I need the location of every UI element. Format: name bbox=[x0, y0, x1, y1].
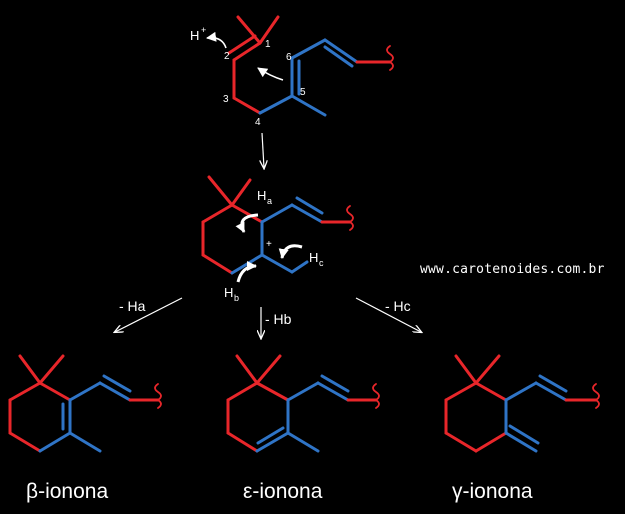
carbocation-charge: + bbox=[266, 239, 272, 250]
deprotonation-arrows bbox=[235, 213, 303, 283]
hb-label: H bbox=[224, 285, 233, 300]
atom-number-3: 3 bbox=[223, 94, 229, 105]
h-plus-charge: + bbox=[201, 25, 206, 35]
electron-arrows-top bbox=[206, 31, 284, 81]
hc-subscript: c bbox=[319, 258, 324, 268]
gamma-ionone-caption: γ-ionona bbox=[452, 480, 533, 503]
hb-subscript: b bbox=[234, 293, 239, 303]
label-minus-hc: - Hc bbox=[385, 298, 411, 314]
atom-number-5: 5 bbox=[300, 87, 306, 98]
beta-ionone-structure bbox=[8, 354, 162, 453]
arrow-to-gamma bbox=[355, 297, 421, 332]
atom-number-4: 4 bbox=[255, 117, 261, 128]
atom-number-6: 6 bbox=[286, 52, 292, 63]
epsilon-ionone-caption: ε-ionona bbox=[243, 480, 323, 503]
arrow-to-beta bbox=[115, 297, 183, 332]
gamma-ionone-structure bbox=[444, 354, 600, 453]
starting-molecule bbox=[227, 15, 394, 117]
atom-number-1: 1 bbox=[265, 39, 271, 50]
website-url: www.carotenoides.com.br bbox=[420, 262, 605, 277]
atom-number-2: 2 bbox=[224, 51, 230, 62]
label-minus-ha: - Ha bbox=[119, 298, 146, 314]
ha-label: H bbox=[257, 188, 266, 203]
hc-label: H bbox=[309, 250, 318, 265]
label-minus-hb: - Hb bbox=[265, 311, 292, 327]
h-plus-label: H bbox=[190, 28, 199, 43]
cyclization-arrow bbox=[262, 132, 264, 168]
ha-subscript: a bbox=[267, 196, 272, 206]
epsilon-ionone-structure bbox=[226, 354, 380, 453]
beta-ionone-caption: β-ionona bbox=[26, 480, 109, 503]
carbocation-intermediate bbox=[201, 175, 354, 275]
